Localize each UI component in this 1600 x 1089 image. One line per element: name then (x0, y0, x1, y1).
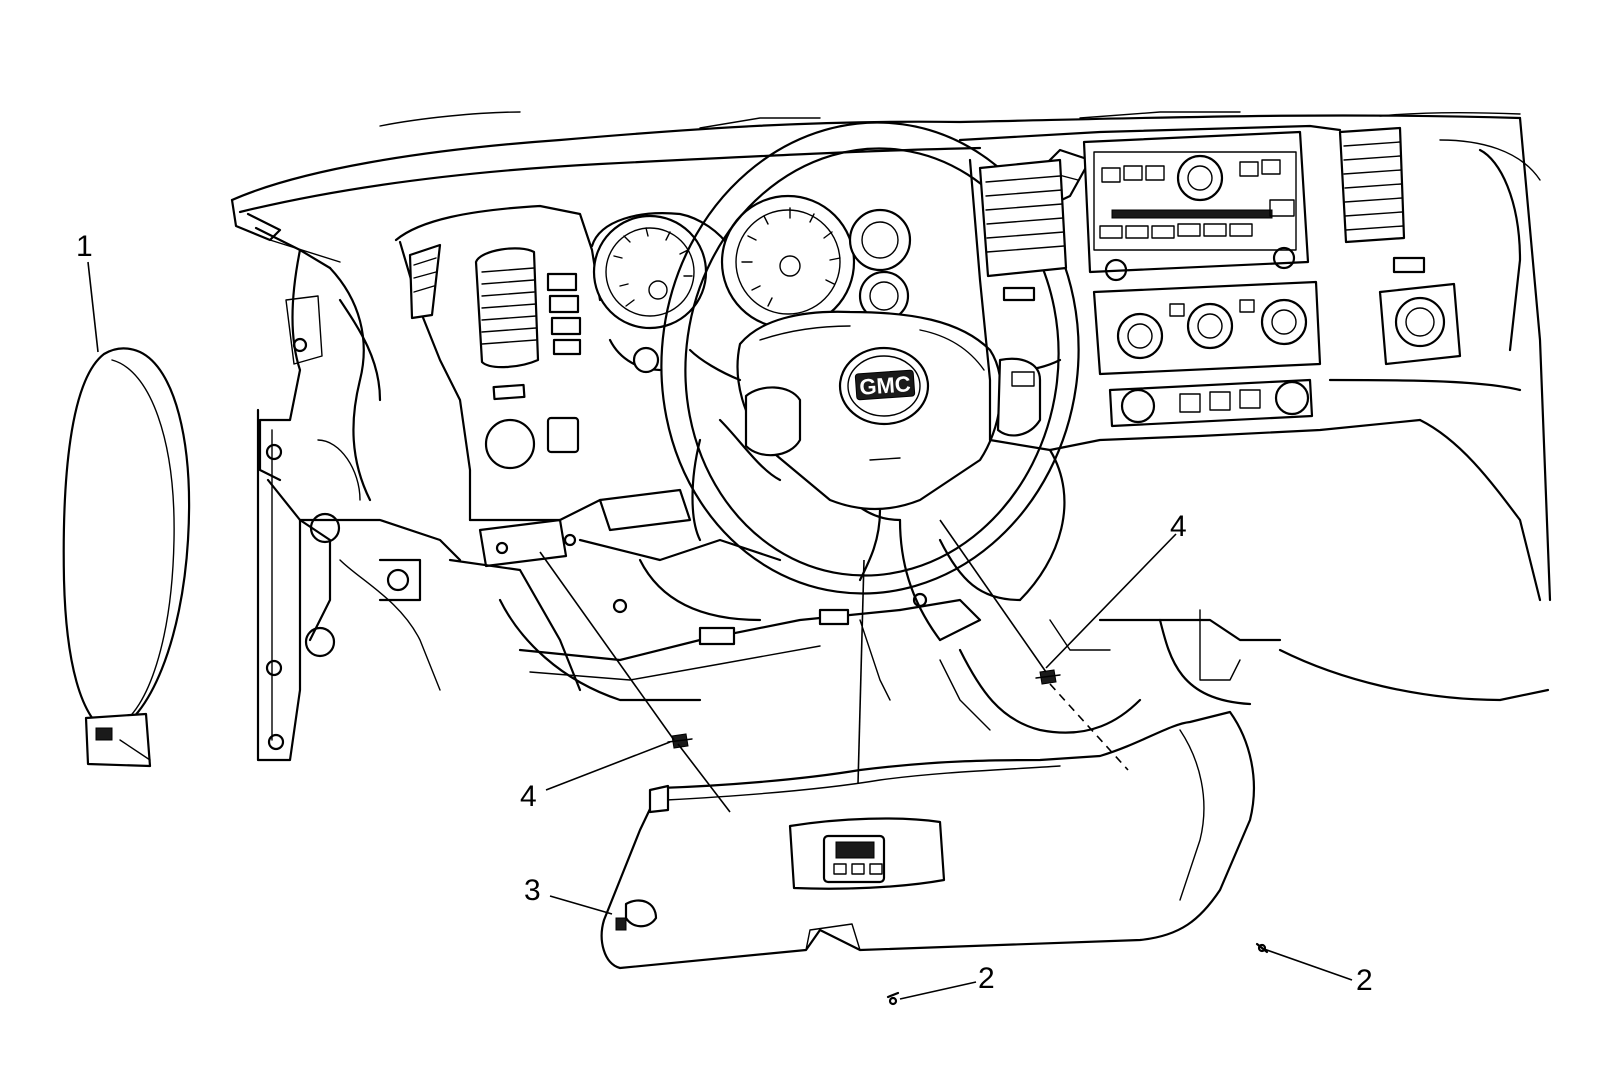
assembly-lines (539, 519, 1129, 813)
cluster-bezel (394, 204, 602, 522)
leader-2a (899, 981, 977, 1000)
callout-2-right: 2 (1356, 964, 1373, 997)
left-vent-louvers (481, 267, 537, 345)
end-cap-cover (62, 347, 191, 768)
leader-4a (545, 741, 671, 791)
screw-2-left (886, 991, 900, 1006)
callout-1: 1 (76, 230, 93, 263)
dashboard-top-pad (230, 111, 1552, 602)
knee-bolster-panel (600, 710, 1256, 970)
tachometer-gauge (592, 214, 708, 330)
callout-4-left: 4 (520, 780, 537, 813)
left-dash-frame (256, 248, 462, 762)
fuel-gauge (848, 208, 912, 272)
leader-3 (549, 895, 613, 915)
leader-4b (1045, 533, 1177, 669)
callout-4-right: 4 (1170, 510, 1187, 543)
steering-wheel: GMC (660, 121, 1080, 595)
leader-1 (87, 261, 99, 353)
emblem-label: GMC (859, 371, 912, 400)
clip-4-right (1035, 669, 1061, 685)
radio-volume-knob (1176, 154, 1224, 202)
callout-leaders (87, 261, 1353, 1000)
lower-dash-structure (378, 418, 1550, 734)
instrument-gauges (590, 194, 912, 330)
fasteners (667, 669, 1269, 1006)
screw-2-right (1255, 942, 1269, 954)
callout-2-left: 2 (978, 962, 995, 995)
leader-2b (1263, 948, 1353, 981)
clip-4-left (667, 733, 693, 749)
center-stack (958, 124, 1522, 442)
callout-3: 3 (524, 874, 541, 907)
radio-unit (1082, 130, 1310, 274)
